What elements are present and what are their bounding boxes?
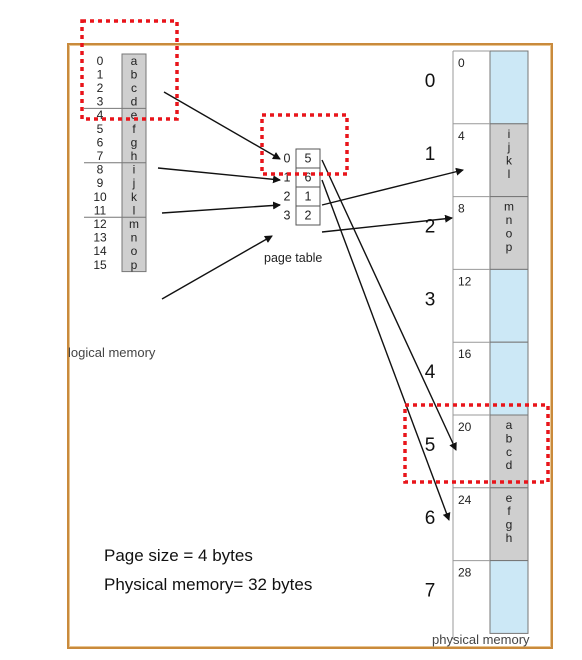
frame-number: 6 bbox=[425, 508, 436, 529]
logical-address: 8 bbox=[97, 163, 104, 177]
logical-address: 1 bbox=[97, 67, 104, 81]
mapping-arrow bbox=[321, 214, 453, 233]
highlight-box bbox=[260, 113, 349, 176]
highlight-box bbox=[403, 403, 550, 484]
physical-frame bbox=[489, 414, 529, 489]
physical-base-address: 12 bbox=[458, 274, 472, 288]
logical-byte: d bbox=[131, 95, 138, 109]
mapping-arrow bbox=[157, 167, 281, 184]
physical-byte: k bbox=[506, 154, 513, 168]
logical-address: 6 bbox=[97, 135, 104, 149]
physical-frame bbox=[489, 560, 529, 634]
mapping-arrow bbox=[163, 91, 281, 160]
logical-byte: l bbox=[133, 203, 136, 217]
logical-byte: i bbox=[133, 163, 136, 177]
physical-byte: o bbox=[506, 226, 513, 240]
logical-byte: f bbox=[132, 122, 136, 136]
logical-byte: h bbox=[131, 149, 138, 163]
physical-byte: g bbox=[506, 518, 513, 532]
physical-byte: m bbox=[504, 200, 514, 214]
physical-byte: l bbox=[508, 167, 511, 181]
logical-byte: m bbox=[129, 217, 139, 231]
frame-number: 1 bbox=[425, 144, 436, 165]
physical-byte: a bbox=[506, 418, 513, 432]
page-table-frame: 6 bbox=[305, 171, 312, 185]
highlight-box bbox=[80, 19, 179, 121]
logical-byte: p bbox=[131, 258, 138, 272]
logical-byte: a bbox=[131, 54, 138, 68]
logical-address: 4 bbox=[97, 108, 104, 122]
logical-address: 3 bbox=[97, 95, 104, 109]
logical-address: 11 bbox=[94, 203, 107, 217]
logical-address: 15 bbox=[93, 258, 107, 272]
figure-frame bbox=[67, 43, 553, 649]
physical-byte: p bbox=[506, 240, 513, 254]
physical-frame bbox=[489, 123, 529, 198]
logical-byte: o bbox=[131, 244, 138, 258]
physical-base-address: 8 bbox=[458, 202, 465, 216]
logical-memory-label: logical memory bbox=[68, 345, 156, 360]
page-table-label: page table bbox=[264, 251, 322, 265]
frame-number: 2 bbox=[425, 217, 436, 238]
physical-memory-label: physical memory bbox=[432, 632, 530, 647]
frame-number: 7 bbox=[425, 581, 436, 602]
physical-byte: n bbox=[506, 213, 513, 227]
physical-memory-note: Physical memory= 32 bytes bbox=[104, 575, 312, 594]
logical-address: 5 bbox=[97, 122, 104, 136]
logical-address: 0 bbox=[97, 54, 104, 68]
physical-byte: d bbox=[506, 458, 513, 472]
frame-number: 0 bbox=[425, 71, 436, 92]
physical-byte: i bbox=[508, 127, 511, 141]
physical-frame bbox=[489, 341, 529, 416]
logical-address: 13 bbox=[93, 231, 107, 245]
logical-byte: e bbox=[131, 108, 138, 122]
page-table-index: 0 bbox=[284, 152, 291, 166]
mapping-arrow bbox=[321, 179, 451, 521]
physical-frame bbox=[489, 487, 529, 562]
physical-base-address: 20 bbox=[458, 420, 472, 434]
physical-base-address: 4 bbox=[458, 129, 465, 143]
physical-frame bbox=[489, 268, 529, 343]
physical-frame bbox=[489, 196, 529, 270]
logical-byte: g bbox=[131, 135, 138, 149]
mapping-arrow bbox=[321, 159, 457, 451]
physical-base-address: 0 bbox=[458, 56, 465, 70]
physical-byte: j bbox=[507, 140, 511, 154]
physical-byte: h bbox=[506, 531, 513, 545]
logical-byte: n bbox=[131, 231, 138, 245]
logical-byte: k bbox=[131, 190, 138, 204]
logical-byte: c bbox=[131, 81, 137, 95]
logical-address: 12 bbox=[93, 217, 107, 231]
page-table-index: 2 bbox=[284, 190, 291, 204]
page-table-entry bbox=[295, 205, 321, 226]
logical-byte: b bbox=[131, 67, 138, 81]
logical-address: 10 bbox=[93, 190, 107, 204]
logical-address: 2 bbox=[97, 81, 104, 95]
physical-base-address: 28 bbox=[458, 566, 472, 580]
mapping-arrow bbox=[321, 167, 464, 206]
physical-byte: f bbox=[507, 504, 511, 518]
physical-frame bbox=[489, 50, 529, 125]
mapping-arrow bbox=[161, 235, 273, 300]
frame-number: 5 bbox=[425, 435, 436, 456]
frame-number: 4 bbox=[425, 362, 436, 383]
logical-address: 9 bbox=[97, 176, 104, 190]
page-table-index: 3 bbox=[284, 209, 291, 223]
page-size-note: Page size = 4 bytes bbox=[104, 546, 253, 565]
physical-byte: c bbox=[506, 445, 512, 459]
logical-address: 7 bbox=[97, 149, 104, 163]
physical-byte: e bbox=[506, 491, 513, 505]
page-table-frame: 5 bbox=[305, 152, 312, 166]
logical-address: 14 bbox=[93, 244, 107, 258]
physical-base-address: 16 bbox=[458, 347, 472, 361]
physical-byte: b bbox=[506, 431, 513, 445]
page-table-frame: 2 bbox=[305, 209, 312, 223]
page-table-frame: 1 bbox=[305, 190, 312, 204]
page-table-index: 1 bbox=[284, 171, 291, 185]
frame-number: 3 bbox=[425, 289, 436, 310]
physical-base-address: 24 bbox=[458, 493, 472, 507]
mapping-arrow bbox=[161, 201, 281, 214]
logical-byte: j bbox=[132, 176, 136, 190]
